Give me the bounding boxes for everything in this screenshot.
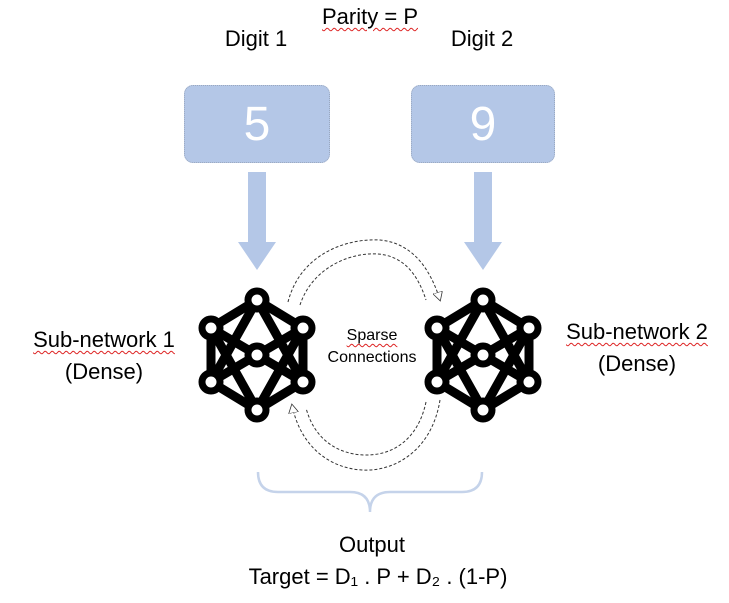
subnet1-name-text: Sub-network 1: [33, 327, 175, 352]
digit2-box: 9: [411, 85, 555, 163]
subnet1-type: (Dense): [64, 359, 144, 384]
connections-line1: Sparse: [347, 328, 398, 344]
target-formula: Target = D₁ . P + D₂ . (1-P): [248, 564, 508, 589]
down-arrow-icon: [464, 172, 502, 270]
subnet1-name: Sub-network 1: [33, 329, 175, 351]
output-label: Output: [338, 532, 406, 557]
digit2-value: 9: [469, 97, 497, 151]
neural-network-icon: [428, 291, 538, 419]
subnet2-name-text: Sub-network 2: [566, 319, 708, 344]
curved-arrow-icon: [287, 239, 440, 306]
curved-arrow-icon: [292, 399, 441, 471]
parity-word: Parity = P: [322, 4, 418, 29]
subnet2-name: Sub-network 2: [566, 321, 708, 343]
down-arrow-icon: [238, 172, 276, 270]
connections-line2: Connections: [327, 349, 417, 366]
digit2-label: Digit 2: [450, 26, 514, 51]
digit1-box: 5: [184, 85, 330, 163]
connections-word: Sparse: [346, 327, 398, 344]
digit1-value: 5: [243, 97, 271, 151]
neural-network-icon: [202, 291, 312, 419]
parity-label: Parity = P: [322, 6, 418, 28]
digit1-label: Digit 1: [224, 26, 288, 51]
subnet2-type: (Dense): [597, 351, 677, 376]
brace-icon: [256, 471, 484, 513]
